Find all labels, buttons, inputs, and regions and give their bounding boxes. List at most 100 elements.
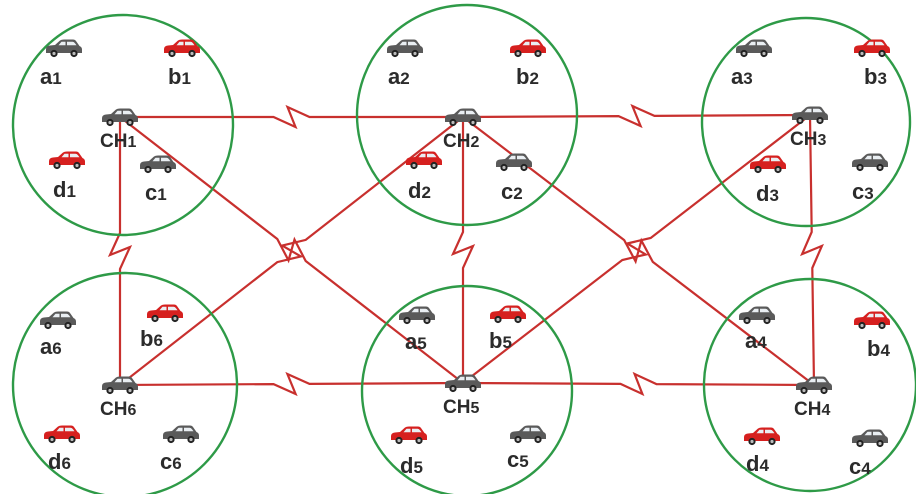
- vehicle-label-a2: a2: [388, 64, 410, 89]
- gray-car-icon: [399, 306, 435, 325]
- red-car-icon: [490, 305, 526, 324]
- vehicle-label-c3-subscript: 3: [864, 184, 873, 203]
- vehicle-label-a2-subscript: 2: [400, 69, 409, 88]
- red-car-icon: [854, 39, 890, 58]
- gray-car-icon: [852, 429, 888, 448]
- gray-car-icon: [736, 39, 772, 58]
- vehicle-label-c2-text: c: [501, 179, 513, 204]
- cluster-head-label-ch1-text: CH: [100, 131, 127, 152]
- cluster-head-label-ch3: CH3: [790, 129, 826, 150]
- vehicle-label-b6: b6: [140, 326, 163, 351]
- vehicle-label-d6-text: d: [48, 449, 61, 474]
- vehicle-label-b3: b3: [864, 64, 887, 89]
- vehicle-label-a6: a6: [40, 334, 62, 359]
- gray-car-icon: [852, 153, 888, 172]
- wireless-link-ch2-ch5: [450, 117, 476, 383]
- vehicle-label-a1-subscript: 1: [52, 69, 61, 88]
- wireless-link-ch1-ch6: [107, 117, 133, 385]
- vehicle-label-b5-subscript: 5: [502, 333, 511, 352]
- vehicle-label-b2: b2: [516, 64, 539, 89]
- vehicle-label-b5: b5: [489, 328, 512, 353]
- vehicle-label-c4: c4: [849, 454, 871, 479]
- vehicle-label-c1-subscript: 1: [157, 185, 166, 204]
- vehicle-label-a6-text: a: [40, 334, 53, 359]
- vehicle-label-d3: d3: [756, 181, 779, 206]
- wireless-link-ch2-ch6: [119, 116, 464, 386]
- vehicle-label-c3-text: c: [852, 179, 864, 204]
- cluster-head-car-icon: [796, 376, 832, 395]
- vehicle-label-b2-subscript: 2: [529, 69, 538, 88]
- vehicle-label-b4-text: b: [867, 336, 880, 361]
- wireless-link-ch6-ch5: [119, 371, 464, 397]
- vehicle-label-d4-subscript: 4: [759, 456, 769, 475]
- vehicle-label-c6-text: c: [160, 449, 172, 474]
- gray-car-icon: [140, 155, 176, 174]
- vehicle-label-c4-text: c: [849, 454, 861, 479]
- cluster-head-label-ch1-subscript: 1: [127, 134, 136, 151]
- vehicle-label-a3-subscript: 3: [743, 69, 752, 88]
- gray-car-icon: [163, 425, 199, 444]
- red-car-icon: [391, 426, 427, 445]
- cluster-head-label-ch5-text: CH: [443, 397, 470, 418]
- red-car-icon: [164, 39, 200, 58]
- cluster-head-label-ch3-subscript: 3: [817, 132, 826, 149]
- cluster-head-label-ch5-subscript: 5: [470, 400, 479, 417]
- vehicle-label-c1: c1: [145, 180, 167, 205]
- vehicle-label-b6-subscript: 6: [153, 331, 162, 350]
- cluster-head-label-ch6: CH6: [100, 399, 136, 420]
- vehicle-label-d5-subscript: 5: [413, 458, 422, 477]
- vehicle-label-a3-text: a: [731, 64, 744, 89]
- cluster-head-label-ch6-text: CH: [100, 399, 127, 420]
- vehicle-label-b3-subscript: 3: [877, 69, 886, 88]
- cluster-boundary-circle: [360, 284, 574, 494]
- red-car-icon: [49, 151, 85, 170]
- vehicle-label-c6: c6: [160, 449, 182, 474]
- vehicle-label-b1: b1: [168, 64, 191, 89]
- cluster-head-car-icon: [102, 376, 138, 395]
- vehicle-label-a6-subscript: 6: [52, 339, 61, 358]
- vehicle-label-b2-text: b: [516, 64, 529, 89]
- cluster-boundary-circle: [11, 271, 239, 494]
- vehicle-label-b6-text: b: [140, 326, 153, 351]
- vehicle-label-c4-subscript: 4: [861, 459, 871, 478]
- wireless-link-ch3-ch4: [800, 114, 824, 386]
- cluster-head-label-ch2: CH2: [443, 131, 479, 152]
- vehicle-label-d1-text: d: [53, 177, 66, 202]
- vehicle-label-d6-subscript: 6: [61, 454, 70, 473]
- vehicle-label-a5-subscript: 5: [417, 334, 426, 353]
- gray-car-icon: [40, 311, 76, 330]
- vehicle-label-d5-text: d: [400, 453, 413, 478]
- vehicle-label-b4-subscript: 4: [880, 341, 890, 360]
- links-layer: [107, 103, 824, 397]
- vehicle-label-b3-text: b: [864, 64, 877, 89]
- red-car-icon: [510, 39, 546, 58]
- vehicle-label-d5: d5: [400, 453, 423, 478]
- vehicle-label-d2-subscript: 2: [421, 183, 430, 202]
- cluster-boundary-circle: [355, 3, 579, 227]
- wireless-link-ch5-ch4: [462, 371, 815, 397]
- cluster-head-label-ch1: CH1: [100, 131, 136, 152]
- wireless-link-ch2-ch3: [462, 103, 811, 129]
- vehicle-label-c5-text: c: [507, 447, 519, 472]
- vehicle-label-a4: a4: [745, 328, 767, 353]
- vehicle-label-c2: c2: [501, 179, 523, 204]
- vehicle-label-a5-text: a: [405, 329, 418, 354]
- vehicle-label-b5-text: b: [489, 328, 502, 353]
- cluster-head-label-ch2-text: CH: [443, 131, 470, 152]
- cluster-head-label-ch2-subscript: 2: [470, 134, 479, 151]
- wireless-link-ch3-ch5: [462, 114, 811, 384]
- vehicle-label-d4: d4: [746, 451, 769, 476]
- gray-car-icon: [739, 306, 775, 325]
- vehicle-label-a3: a3: [731, 64, 753, 89]
- cluster-head-label-ch4-text: CH: [794, 399, 821, 420]
- vehicle-label-c5-subscript: 5: [519, 452, 528, 471]
- red-car-icon: [406, 151, 442, 170]
- gray-car-icon: [496, 153, 532, 172]
- cluster-head-car-icon: [445, 374, 481, 393]
